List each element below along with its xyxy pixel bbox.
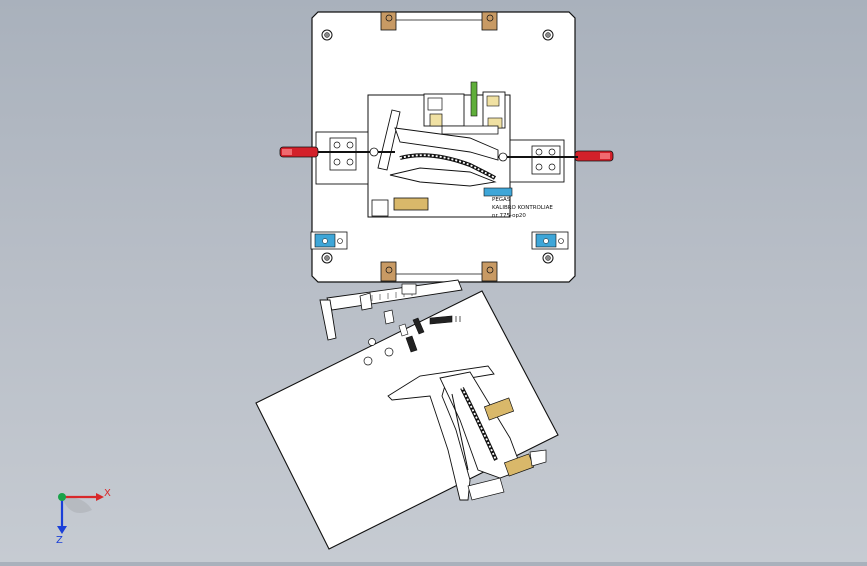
green-pin [470,81,478,117]
plate-label-line3: nr 775-op20 [492,213,526,219]
locator-right[interactable] [531,231,569,250]
sheet-metal-part[interactable] [387,365,547,501]
locator-left[interactable] [310,231,348,250]
right-toggle-clamp[interactable] [498,139,614,183]
plate-label-line2: KALIBRO KONTROLIAE [492,205,553,211]
plate-label: PEGAS KALIBRO KONTROLIAE nr 775-op20 [492,197,553,219]
exploded-view[interactable] [255,279,559,550]
axis-z-label: Z [56,535,63,546]
bolt-icon [542,29,554,41]
bolt-icon [321,29,333,41]
plate-label-line1: PEGAS [492,197,511,203]
gauge-body[interactable] [367,81,513,218]
corner-bolts [321,29,554,264]
slotted-part[interactable] [399,153,497,180]
axis-triad: X Z [56,488,111,546]
bolt-icon [542,252,554,264]
copper-pads [380,11,498,282]
dowel-pin-icon [393,197,429,211]
caliper-icon[interactable] [319,279,463,341]
tilted-base-plate[interactable] [255,290,559,550]
bolt-icon [321,252,333,264]
left-toggle-clamp[interactable] [279,131,395,185]
fixture-assembly[interactable]: PEGAS KALIBRO KONTROLIAE nr 775-op20 [279,11,614,283]
loose-fasteners[interactable] [363,309,461,366]
axis-x-label: X [104,488,111,499]
